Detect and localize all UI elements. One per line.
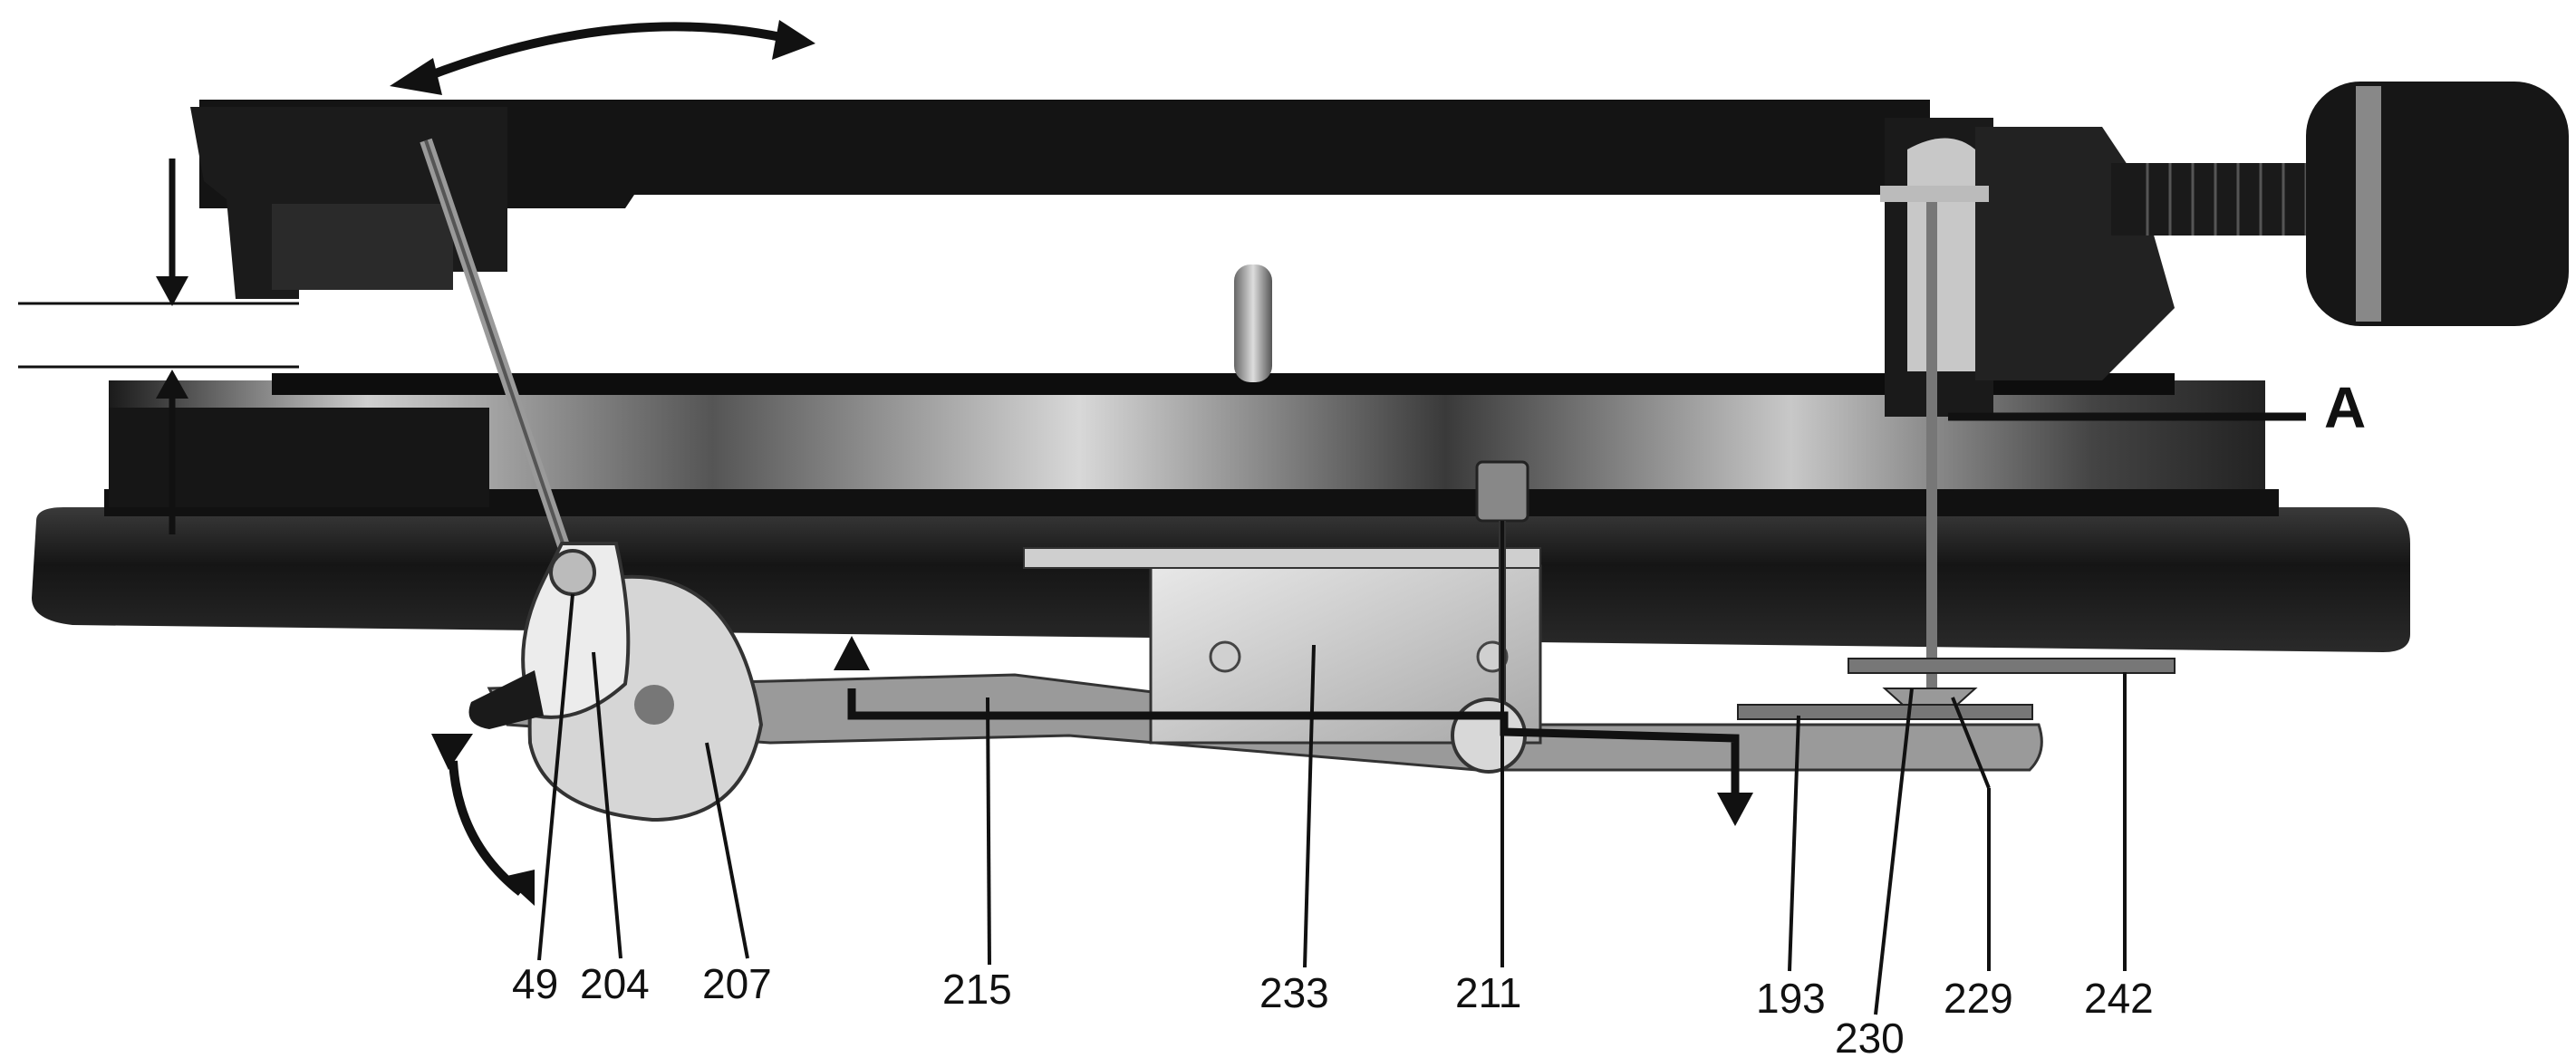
screw-211 bbox=[1475, 460, 1529, 523]
arm-swing-arrow-icon bbox=[424, 22, 799, 82]
callout-211: 211 bbox=[1455, 969, 1521, 1016]
cam-rotation-arrow-icon bbox=[449, 760, 525, 896]
disc-242 bbox=[1848, 658, 2176, 674]
arrow-up-icon bbox=[156, 370, 188, 399]
arrow-down-icon bbox=[156, 276, 188, 306]
callout-49: 49 bbox=[512, 960, 558, 1007]
callout-193: 193 bbox=[1756, 975, 1826, 1022]
spindle bbox=[1234, 264, 1272, 382]
disc-193 bbox=[1737, 704, 2033, 720]
cam-204 bbox=[521, 542, 631, 719]
cartridge bbox=[272, 204, 453, 290]
tonearm-tube bbox=[199, 100, 1930, 208]
callout-242: 242 bbox=[2084, 975, 2154, 1022]
callout-230: 230 bbox=[1835, 1015, 1905, 1058]
callout-215: 215 bbox=[942, 966, 1012, 1013]
callout-leaders bbox=[537, 521, 2127, 1015]
callout-207: 207 bbox=[702, 960, 772, 1007]
pivot-post bbox=[1907, 138, 1975, 371]
control-block bbox=[109, 408, 489, 507]
lift-pin bbox=[549, 549, 596, 596]
counterweight-band bbox=[2356, 86, 2381, 322]
bracket-flange bbox=[1023, 547, 1541, 569]
counterweight bbox=[2306, 82, 2569, 326]
callout-233: 233 bbox=[1259, 969, 1329, 1016]
upper-bracket bbox=[1880, 186, 1989, 202]
cam-tail bbox=[468, 670, 544, 729]
reference-mark-a: A bbox=[2324, 375, 2366, 440]
callout-229: 229 bbox=[1944, 975, 2013, 1022]
platter-top-mat bbox=[272, 373, 2175, 395]
callout-204: 204 bbox=[580, 960, 650, 1007]
